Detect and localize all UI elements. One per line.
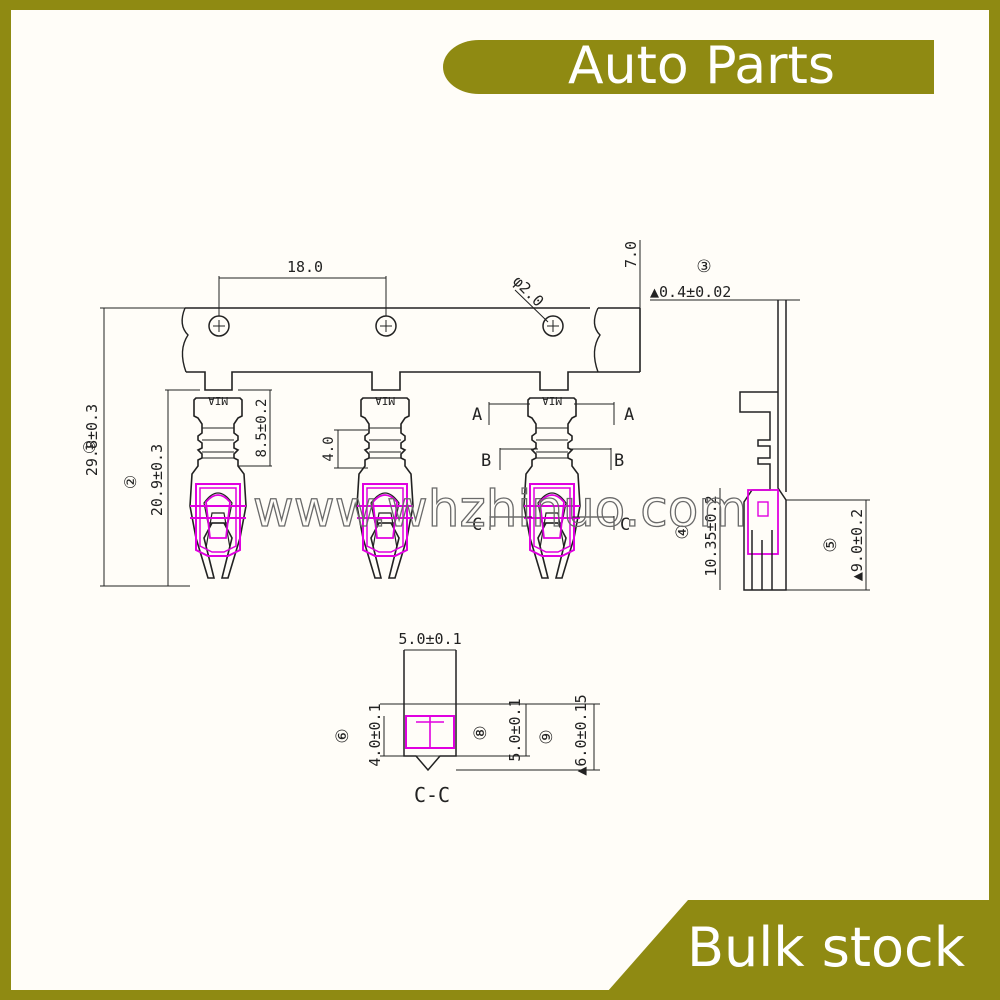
total-length-number: ① (80, 440, 99, 454)
cc-height1-number: ⑥ (333, 728, 353, 743)
side-height-label: 10.35±0.2 (702, 495, 720, 576)
cc-width-label: 5.0±0.1 (398, 630, 461, 648)
section-b-left: B (481, 451, 491, 471)
section-cc-view (403, 650, 457, 772)
auto-parts-label: Auto Parts (568, 36, 836, 96)
section-markers (488, 402, 615, 530)
cc-height3-number: ⑨ (537, 729, 557, 744)
auto-parts-banner: Auto Parts (443, 36, 934, 96)
side-height-number: ④ (673, 524, 693, 539)
carrier-strip (181, 307, 641, 391)
side-view (739, 300, 787, 591)
section-b-right: B (614, 451, 624, 471)
side-box-number: ⑤ (821, 537, 841, 552)
section-c-right: C (620, 515, 630, 535)
cc-height2-label: 5.0±0.1 (506, 698, 524, 761)
crimp-length-label: 8.5±0.2 (254, 398, 270, 457)
pitch-label: 18.0 (287, 258, 323, 276)
terminal-length-number: ② (121, 475, 140, 489)
section-a-left: A (472, 405, 482, 425)
section-a-right: A (624, 405, 634, 425)
cc-section-label: C-C (414, 783, 450, 807)
thickness-number: ③ (696, 257, 711, 277)
hole-diameter-label: φ2.0 (509, 272, 547, 310)
cc-height1-label: 4.0±0.1 (366, 703, 384, 766)
pitch-dimension: 18.0 (218, 258, 387, 316)
terminal-marking-1: MIA (208, 394, 228, 407)
side-box-label: ▲9.0±0.2 (848, 509, 866, 581)
bulk-stock-banner: Bulk stock (600, 900, 1000, 1000)
terminal-1 (189, 397, 247, 579)
terminal-length-label: 20.9±0.3 (148, 444, 166, 516)
bulk-stock-label: Bulk stock (687, 916, 966, 979)
terminal-marking-3: MIA (542, 394, 562, 407)
cc-height3-label: ▲6.0±0.15 (572, 694, 590, 775)
carrier-width-label: 7.0 (622, 241, 640, 268)
total-length-label: 29.8±0.3 (83, 404, 101, 476)
watermark: www.whzhinuo.com (253, 480, 747, 538)
neck-length-label: 4.0 (321, 436, 337, 461)
terminal-marking-2: MIA (375, 394, 395, 407)
cc-height2-number: ⑧ (471, 725, 491, 740)
thickness-label: ▲0.4±0.02 (650, 283, 731, 301)
section-c-left: C (472, 515, 482, 535)
